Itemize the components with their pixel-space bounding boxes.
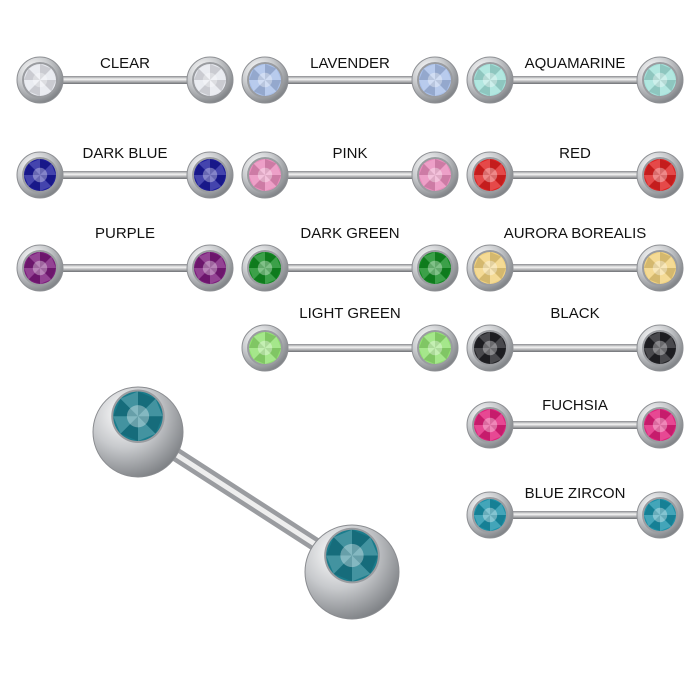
variant-label: FUCHSIA: [542, 397, 608, 414]
barbell-bar: [40, 171, 210, 179]
variant-dark-green[interactable]: DARK GREEN: [241, 225, 459, 292]
barbell-bar: [490, 171, 660, 179]
variant-label: CLEAR: [100, 55, 150, 72]
variant-dark-blue[interactable]: DARK BLUE: [16, 145, 234, 199]
variant-label: RED: [559, 145, 591, 162]
variant-label: LAVENDER: [310, 55, 390, 72]
variant-black[interactable]: BLACK: [466, 305, 684, 372]
barbell-bar: [490, 76, 660, 84]
variant-label: DARK BLUE: [82, 145, 167, 162]
variant-gem: [644, 332, 676, 364]
variant-gem: [194, 252, 226, 284]
variant-gem: [474, 499, 506, 531]
variant-gem: [644, 252, 676, 284]
variant-gem: [419, 64, 451, 96]
variant-label: LIGHT GREEN: [299, 305, 400, 322]
variant-gem: [474, 252, 506, 284]
variant-gem: [249, 64, 281, 96]
variant-pink[interactable]: PINK: [241, 145, 459, 199]
variant-gem: [419, 159, 451, 191]
variant-gem: [419, 252, 451, 284]
variant-gem: [474, 332, 506, 364]
variant-aurora-borealis[interactable]: AURORA BOREALIS: [466, 225, 684, 292]
barbell-bar: [265, 171, 435, 179]
variant-label: AURORA BOREALIS: [504, 225, 647, 242]
variant-clear[interactable]: CLEAR: [16, 55, 234, 104]
variant-light-green[interactable]: LIGHT GREEN: [241, 305, 459, 372]
barbell-bar: [490, 344, 660, 352]
variant-gem: [644, 64, 676, 96]
variant-gem: [474, 159, 506, 191]
variant-fuchsia[interactable]: FUCHSIA: [466, 397, 684, 449]
variant-gem: [474, 64, 506, 96]
variant-lavender[interactable]: LAVENDER: [241, 55, 459, 104]
barbell-bar: [265, 264, 435, 272]
variant-gem: [419, 332, 451, 364]
barbell-bar: [265, 344, 435, 352]
barbell-bar: [490, 511, 660, 519]
variant-gem: [644, 409, 676, 441]
variant-gem: [24, 159, 56, 191]
barbell-bar: [490, 421, 660, 429]
variant-gem: [644, 159, 676, 191]
variant-label: DARK GREEN: [300, 225, 399, 242]
variant-purple[interactable]: PURPLE: [16, 225, 234, 292]
barbell-bar: [265, 76, 435, 84]
variant-gem: [24, 64, 56, 96]
variant-label: BLACK: [550, 305, 599, 322]
featured-gem: [113, 391, 163, 441]
variant-label: AQUAMARINE: [525, 55, 626, 72]
variant-gem: [24, 252, 56, 284]
variant-gem: [194, 64, 226, 96]
variant-gem: [249, 252, 281, 284]
barbell-bar: [490, 264, 660, 272]
variant-gem: [249, 159, 281, 191]
barbell-bar: [40, 76, 210, 84]
variant-gem: [474, 409, 506, 441]
variant-gem: [194, 159, 226, 191]
barbell-bar: [40, 264, 210, 272]
variant-aquamarine[interactable]: AQUAMARINE: [466, 55, 684, 104]
variant-gem: [644, 499, 676, 531]
variant-gem: [249, 332, 281, 364]
variant-label: BLUE ZIRCON: [525, 485, 626, 502]
variant-label: PINK: [332, 145, 367, 162]
featured-barbell: [92, 386, 400, 620]
featured-gem: [326, 529, 378, 582]
variant-label: PURPLE: [95, 225, 155, 242]
variant-blue-zircon[interactable]: BLUE ZIRCON: [466, 485, 684, 539]
variant-red[interactable]: RED: [466, 145, 684, 199]
